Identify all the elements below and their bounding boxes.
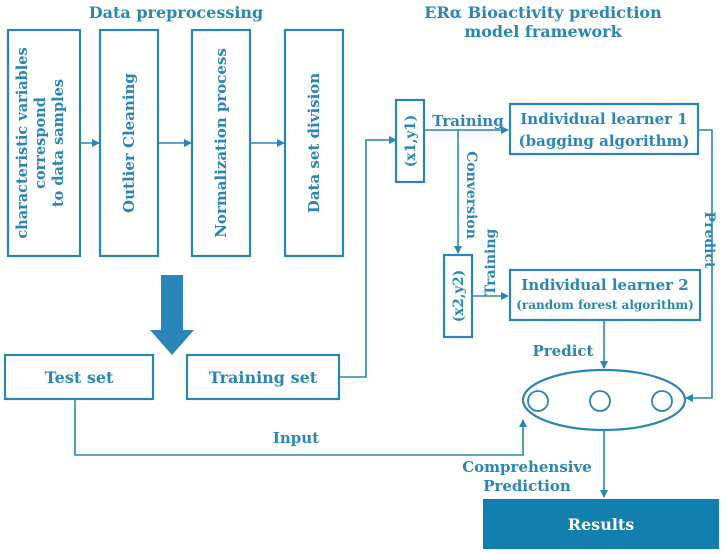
step-box-outlier: [98, 28, 160, 258]
ensemble-node-1: [527, 390, 549, 412]
big-down-arrow: [150, 275, 194, 355]
sample2-label: (x2,y2): [451, 270, 467, 322]
test-set-box: [3, 353, 155, 401]
predict-label-2: Predict: [533, 342, 594, 360]
step-outlier-label: Outlier Cleaning: [120, 73, 138, 213]
training-set-label: Training set: [209, 368, 318, 387]
step-box-variables: [6, 28, 82, 258]
sample1-label: (x1,y1): [403, 115, 419, 167]
training-label-2: Training: [483, 228, 499, 295]
training-set-box: [185, 353, 341, 401]
arrow-test-set-input: [74, 399, 527, 456]
framework-title-line1: ERα Bioactivity prediction: [424, 3, 662, 22]
learner2-box: [508, 268, 702, 322]
results-label: Results: [568, 515, 635, 534]
arrow-learner1-predict: [685, 129, 713, 402]
sample1-box: [394, 98, 426, 184]
framework-title-line2: model framework: [464, 22, 622, 41]
learner1-title: Individual learner 1: [520, 110, 687, 128]
step-box-normalization: [190, 28, 252, 258]
input-label: Input: [273, 429, 319, 447]
conversion-label: Conversion: [463, 151, 479, 239]
learner2-title: Individual learner 2: [521, 276, 688, 294]
step-variables-line1: characteristic variables: [14, 47, 31, 238]
comprehensive-label-line1: Comprehensive: [462, 458, 592, 476]
step-division-label: Data set division: [305, 73, 323, 213]
step-box-division: [283, 28, 345, 258]
comprehensive-label-line2: Prediction: [483, 477, 571, 495]
learner2-subtitle: (random forest algorithm): [516, 298, 694, 312]
step-variables-line2: correspond: [32, 97, 49, 189]
step-variables-line3: to data samples: [50, 79, 67, 207]
training-label-1: Training: [432, 112, 504, 130]
ensemble-node-2: [589, 390, 611, 412]
predict-label-1: Predict: [701, 212, 717, 269]
ensemble-node-3: [651, 390, 673, 412]
test-set-label: Test set: [45, 368, 114, 387]
arrow-training-set-to-sample1: [339, 136, 397, 378]
results-box: [483, 499, 719, 549]
step-normalization-label: Normalization process: [212, 48, 230, 238]
preprocessing-title: Data preprocessing: [89, 3, 264, 22]
learner1-box: [508, 102, 700, 156]
learner1-subtitle: (bagging algorithm): [519, 132, 690, 150]
